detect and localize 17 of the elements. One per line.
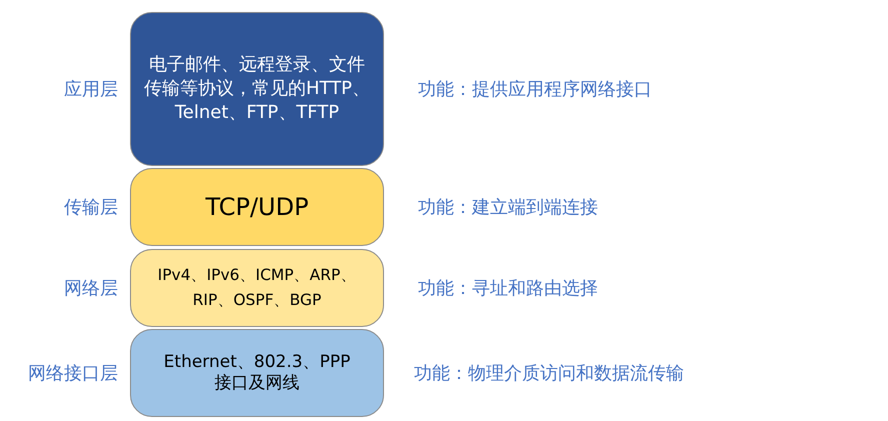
layer-box (130, 249, 384, 327)
protocol-text: 接口及网线 (214, 373, 300, 394)
layer-name: 网络层 (64, 277, 118, 300)
layer-box (130, 168, 384, 246)
function-text: 功能：建立端到端连接 (418, 196, 598, 219)
layer-name: 传输层 (64, 196, 118, 219)
protocol-text: 电子邮件、远程登录、文件传输等协议，常见的HTTP、Telnet、FTP、TFTP (142, 52, 372, 126)
function-text: 功能：提供应用程序网络接口 (418, 78, 652, 101)
layer-name: 应用层 (64, 78, 118, 101)
layer-name: 网络接口层 (28, 362, 118, 385)
layer-box (130, 12, 384, 166)
function-text: 功能：寻址和路由选择 (418, 277, 598, 300)
protocol-text: IPv4、IPv6、ICMP、ARP、RIP、OSPF、BGP (156, 265, 358, 311)
layer-box (130, 329, 384, 417)
protocol-text: TCP/UDP (205, 192, 309, 222)
protocol-text: Ethernet、802.3、PPP (164, 352, 350, 373)
function-text: 功能：物理介质访问和数据流传输 (414, 362, 684, 385)
